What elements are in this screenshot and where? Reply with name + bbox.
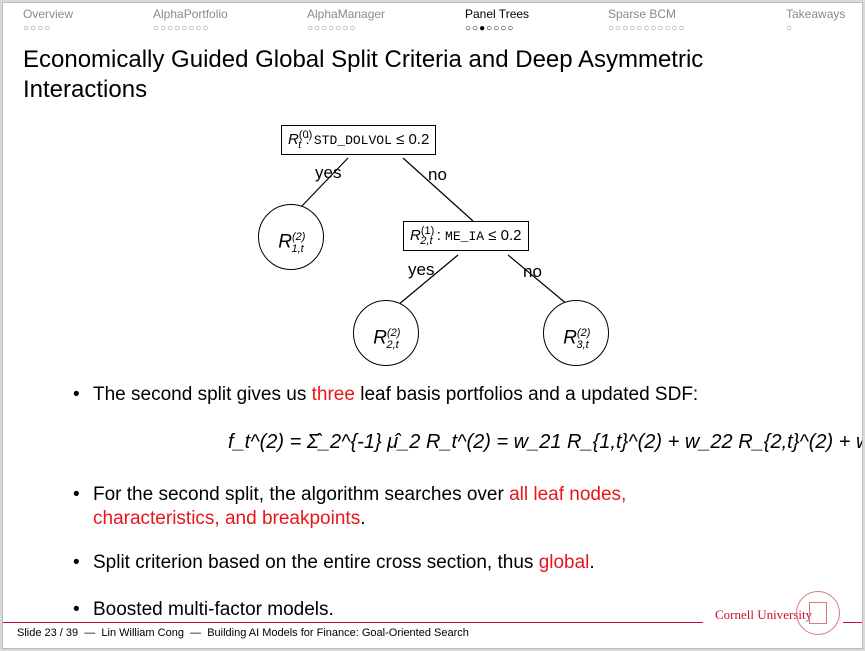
nav-overview[interactable]: Overview ○○○○ [23, 7, 73, 34]
nav-alphamanager[interactable]: AlphaManager ○○○○○○○ [307, 7, 385, 34]
leaf-node-3: R(2)3,t [543, 300, 609, 366]
talk-title: Building AI Models for Finance: Goal-Ori… [207, 627, 469, 639]
nav-dots[interactable]: ○○●○○○○ [465, 23, 515, 34]
text: . [589, 552, 595, 573]
nav-panel-trees[interactable]: Panel Trees ○○●○○○○ [465, 7, 529, 34]
slide-number: Slide 23 / 39 [17, 627, 79, 639]
slide-title: Economically Guided Global Split Criteri… [23, 46, 704, 103]
bullet-4: Boosted multi-factor models. [73, 598, 334, 622]
separator: — [84, 627, 96, 639]
sup: (0) [298, 129, 313, 141]
var: R [563, 327, 578, 349]
sub: 3,t [576, 339, 589, 352]
yes-label: yes [408, 260, 435, 279]
sub: t [298, 139, 302, 151]
var: R [278, 231, 293, 253]
cornell-logo-text: Cornell University [715, 607, 813, 622]
nav-dots[interactable]: ○ [786, 23, 794, 34]
nav-label: Panel Trees [465, 7, 530, 21]
nav-label: AlphaManager [307, 7, 386, 21]
sub: 2,t [386, 339, 399, 352]
leaf-node-1: R(2)1,t [258, 204, 324, 270]
edge-node2-leaf3 [507, 254, 569, 306]
cornell-seal-icon [796, 591, 840, 635]
nav-dots[interactable]: ○○○○ [23, 23, 52, 34]
highlight: three [311, 384, 355, 405]
text: leaf basis portfolios and a updated SDF: [354, 384, 699, 405]
author: Lin William Cong [101, 627, 184, 639]
sub: 1,t [291, 243, 304, 256]
text: The second split gives us [93, 384, 312, 405]
footer-rule [3, 622, 703, 624]
nav-dots[interactable]: ○○○○○○○ [307, 23, 357, 34]
nav-alphaportfolio[interactable]: AlphaPortfolio ○○○○○○○○ [153, 7, 228, 34]
split-threshold: ≤ 0.2 [488, 227, 522, 244]
split-threshold: ≤ 0.2 [396, 131, 430, 148]
var: R [373, 327, 388, 349]
sup: (2) [577, 327, 591, 339]
var: R [288, 131, 299, 148]
split-rule: ME_IA [445, 229, 485, 244]
footer: Slide 23 / 39 — Lin William Cong — Build… [3, 627, 862, 639]
root-split-node: R(0)t : STD_DOLVOL ≤ 0.2 [281, 125, 437, 155]
split-rule: STD_DOLVOL [313, 133, 392, 148]
bullet-2: For the second split, the algorithm sear… [73, 483, 743, 531]
bullet-1: The second split gives us three leaf bas… [73, 383, 699, 407]
text: Split criterion based on the entire cros… [93, 552, 539, 573]
sup: (2) [292, 231, 306, 243]
sup: (2) [387, 327, 401, 339]
leaf-node-2: R(2)2,t [353, 300, 419, 366]
nav-label: Takeaways [786, 7, 846, 21]
nav-dots[interactable]: ○○○○○○○○ [153, 23, 210, 34]
bullet-3: Split criterion based on the entire cros… [73, 551, 595, 575]
nav-sparse-bcm[interactable]: Sparse BCM ○○○○○○○○○○○ [608, 7, 685, 34]
nav-dots[interactable]: ○○○○○○○○○○○ [608, 23, 686, 34]
highlight: all leaf nodes, characteristics, and bre… [93, 484, 627, 529]
separator: — [190, 627, 202, 639]
nav-label: Sparse BCM [608, 7, 677, 21]
tree-edges [299, 157, 569, 306]
edge-root-node2 [402, 157, 474, 222]
nav-label: AlphaPortfolio [153, 7, 228, 21]
var: R [410, 227, 421, 244]
sub: 2,t [420, 235, 433, 247]
text: Boosted multi-factor models. [93, 599, 334, 620]
edge-root-leaf1 [299, 157, 349, 209]
text: For the second split, the algorithm sear… [93, 484, 510, 505]
text: . [360, 508, 366, 529]
sup: (1) [420, 225, 435, 237]
section-navigation: Overview○○○○ AlphaPortfolio○○○○○○○○ Alph… [3, 3, 862, 39]
highlight: global [538, 552, 590, 573]
nav-takeaways[interactable]: Takeaways ○ [786, 7, 845, 34]
nav-label: Overview [23, 7, 74, 21]
no-label: no [523, 262, 542, 281]
no-label: no [428, 165, 447, 184]
formula-text: f_t^(2) = Σ̂_2^{-1} μ̂_2 R_t^(2) = w_21 … [228, 431, 862, 453]
second-split-node: R(1)2,t : ME_IA ≤ 0.2 [403, 221, 529, 251]
yes-label: yes [315, 163, 342, 182]
edge-node2-leaf2 [397, 254, 459, 306]
sdf-formula: f_t^(2) = Σ̂_2^{-1} μ̂_2 R_t^(2) = w_21 … [228, 431, 862, 454]
footer-rule-end [843, 622, 862, 624]
